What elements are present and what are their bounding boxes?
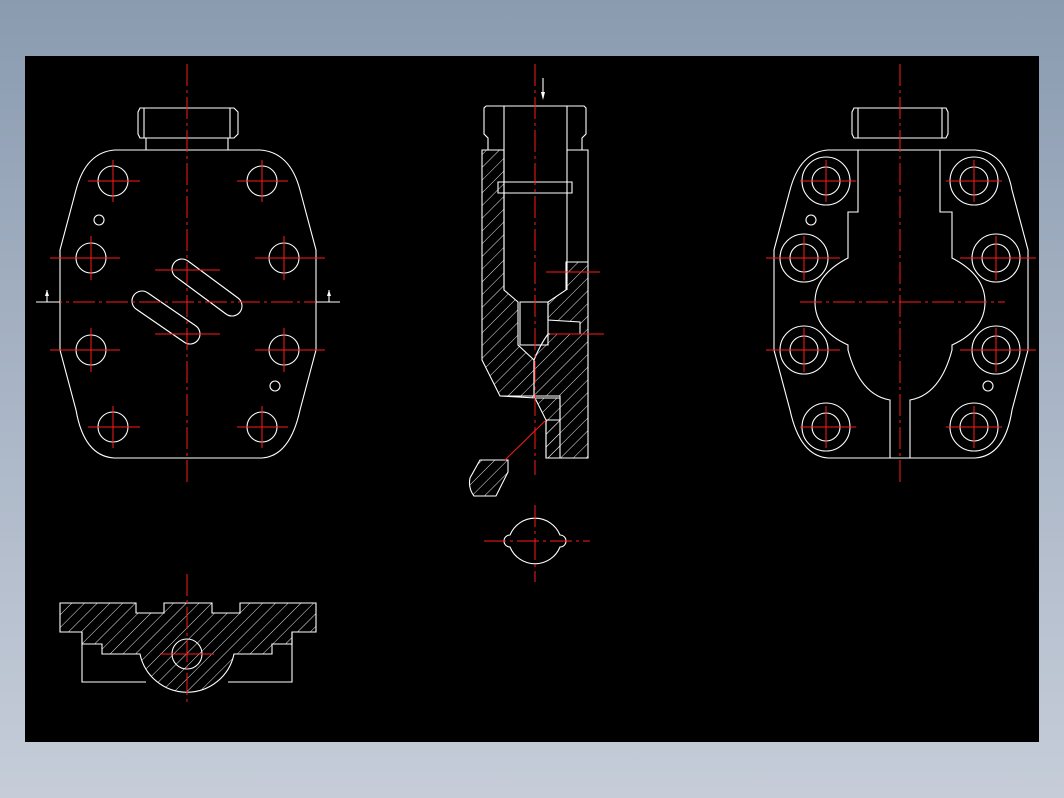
front-view <box>36 64 340 484</box>
section-view <box>468 64 604 497</box>
inner-pocket <box>814 150 986 458</box>
hatched-profile <box>59 602 317 693</box>
detail-view <box>484 505 590 582</box>
bore <box>497 150 573 346</box>
diagonal-slot <box>171 258 243 317</box>
body-outline <box>773 149 1029 459</box>
hatched-wall-left <box>481 149 535 397</box>
hatched-block-lower <box>499 395 561 459</box>
cad-drawing <box>36 64 1036 706</box>
top-boss <box>137 107 239 150</box>
pin-hole <box>982 380 994 392</box>
body-outline <box>59 149 317 459</box>
front-centerlines <box>40 64 338 484</box>
top-boss <box>851 107 949 139</box>
pin-hole <box>269 380 281 392</box>
section-neck <box>482 105 588 151</box>
section-markers <box>36 290 340 303</box>
diagonal-slot <box>131 290 201 345</box>
pin-hole <box>805 214 817 226</box>
keyed-circle <box>503 517 567 565</box>
rear-view <box>766 64 1036 484</box>
angled-slot <box>468 459 509 497</box>
section-centerlines <box>504 64 604 475</box>
cad-drawing-canvas <box>25 56 1039 742</box>
base-outline <box>81 632 293 683</box>
rear-centerlines <box>766 64 1036 484</box>
pin-hole <box>93 214 105 226</box>
bottom-section-view <box>59 574 317 706</box>
